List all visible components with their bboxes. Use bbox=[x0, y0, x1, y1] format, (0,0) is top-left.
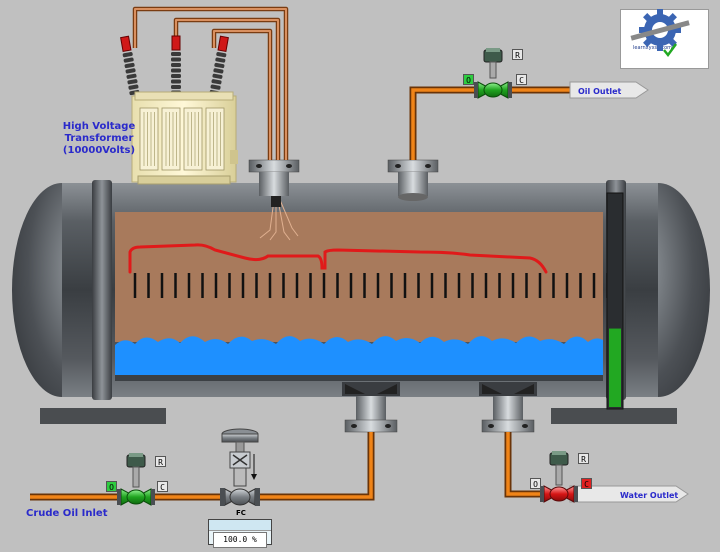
electrode-rods bbox=[133, 273, 609, 298]
hv-bushing bbox=[120, 35, 140, 96]
level-gauge-fill bbox=[609, 328, 621, 407]
water-valve-open-button[interactable]: O bbox=[530, 478, 541, 489]
transformer-cables bbox=[132, 6, 289, 160]
water-valve-close-button[interactable]: C bbox=[581, 478, 592, 489]
inlet-valve-close-button[interactable]: C bbox=[157, 481, 168, 492]
oil-layer bbox=[115, 212, 603, 342]
valve-position-display: 100.0 % bbox=[208, 519, 272, 548]
flow-control-valve[interactable] bbox=[220, 428, 260, 506]
oil-outlet-arrow bbox=[569, 81, 649, 99]
transformer-fin bbox=[139, 107, 159, 171]
valve-position-value: 100.0 % bbox=[213, 532, 267, 548]
fc-label: FC bbox=[236, 509, 246, 517]
water-outlet-nozzle bbox=[479, 382, 537, 433]
electrode-wire bbox=[128, 243, 548, 274]
water-valve-remote-button[interactable]: R bbox=[578, 453, 589, 464]
oil-outlet-valve[interactable] bbox=[474, 48, 512, 99]
hv-feed-stem bbox=[271, 193, 281, 207]
oil-valve-open-button[interactable]: O bbox=[463, 74, 474, 85]
oil-outlet-label: Oil Outlet bbox=[578, 87, 622, 96]
bottom-band bbox=[115, 375, 603, 381]
hv-nozzle-neck bbox=[259, 172, 289, 196]
gear-wrench-logo-icon bbox=[630, 9, 690, 58]
water-layer bbox=[115, 336, 603, 375]
water-outlet-label: Water Outlet bbox=[620, 491, 678, 500]
oil-valve-remote-button[interactable]: R bbox=[512, 49, 523, 60]
support-left bbox=[40, 408, 166, 424]
hv-feed bbox=[259, 199, 299, 241]
flange-left bbox=[92, 180, 112, 400]
inlet-valve-open-button[interactable]: O bbox=[106, 481, 117, 492]
crude-inlet-label: Crude Oil Inlet bbox=[26, 508, 108, 519]
water-outlet-valve[interactable] bbox=[540, 451, 578, 503]
inlet-valve-remote-button[interactable]: R bbox=[155, 456, 166, 467]
oil-valve-close-button[interactable]: C bbox=[516, 74, 527, 85]
transformer-fin bbox=[205, 107, 225, 171]
support-right bbox=[551, 408, 677, 424]
inlet-valve[interactable] bbox=[117, 453, 155, 506]
transformer-label: High Voltage Transformer (10000Volts) bbox=[62, 121, 136, 156]
inlet-nozzle bbox=[342, 382, 400, 433]
hv-bushing bbox=[171, 35, 181, 95]
oil-outlet-nozzle-neck bbox=[398, 172, 428, 196]
transformer-fin bbox=[183, 107, 203, 171]
transformer-fin bbox=[161, 107, 181, 171]
transformer bbox=[120, 35, 238, 185]
